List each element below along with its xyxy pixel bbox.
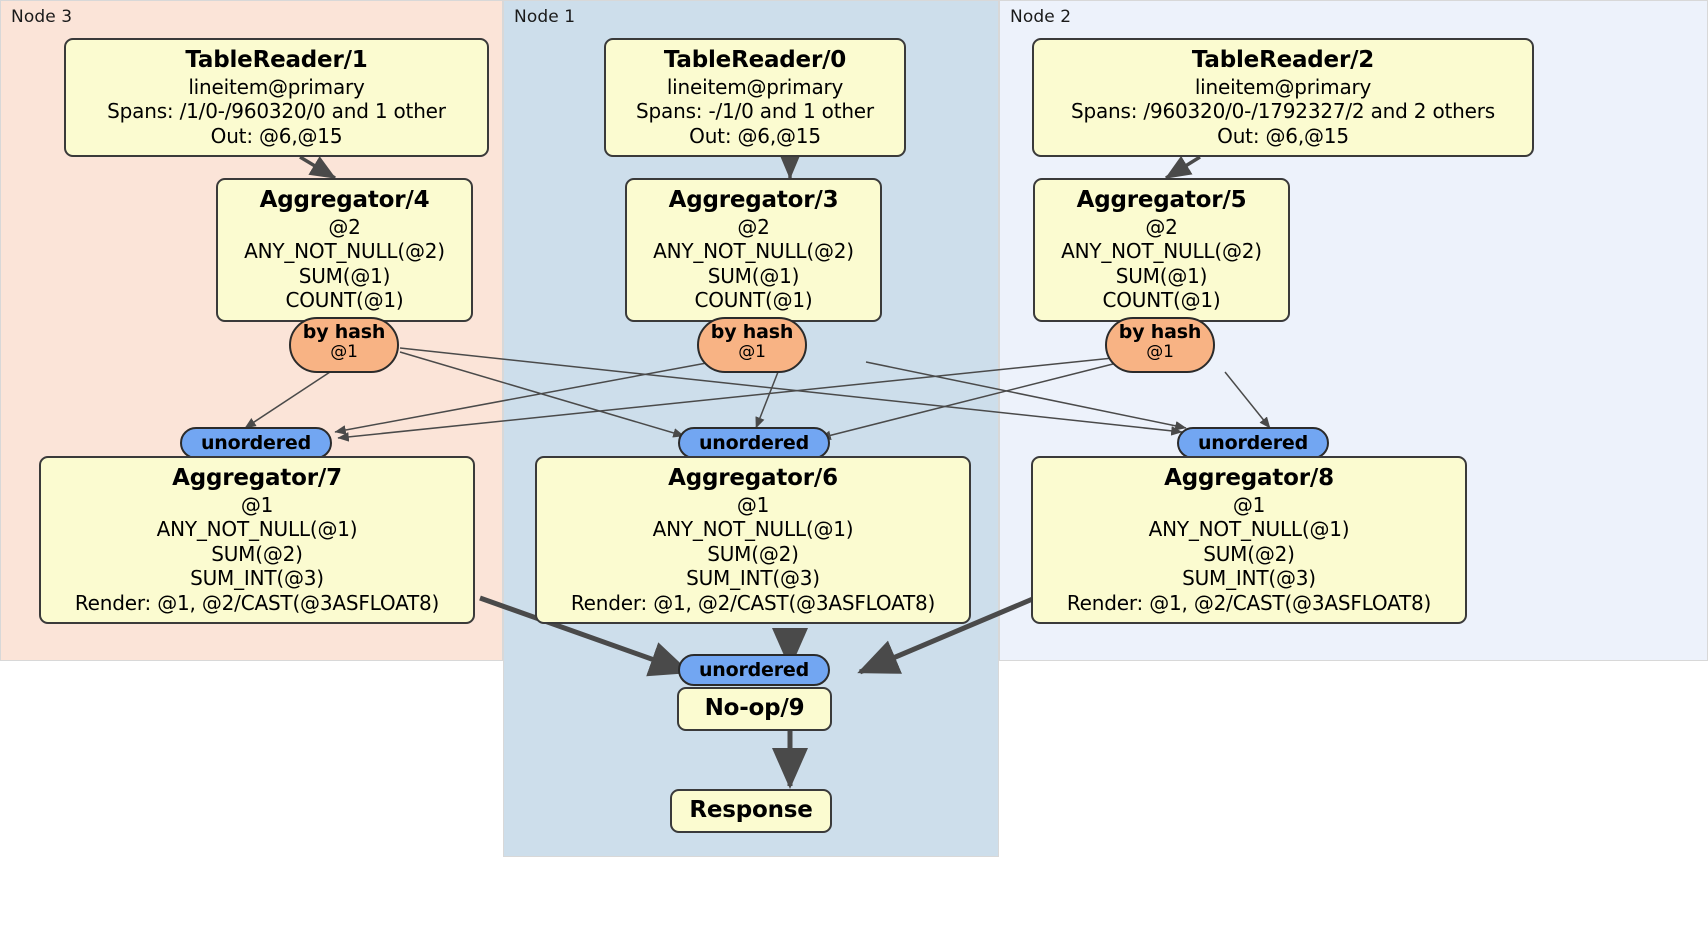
- processor-title: TableReader/2: [1191, 47, 1375, 73]
- processor-detail-agg-1: ANY_NOT_NULL(@2): [1061, 239, 1262, 264]
- router-label: by hash: [1118, 321, 1202, 343]
- region-label-node-2: Node 2: [1010, 7, 1072, 27]
- processor-detail-spans: Spans: /960320/0-/1792327/2 and 2 others: [1070, 99, 1495, 124]
- processor-title: Aggregator/7: [172, 465, 342, 491]
- processor-title: Aggregator/8: [1164, 465, 1334, 491]
- region-label-node-3: Node 3: [11, 7, 73, 27]
- router-column: @1: [1146, 342, 1174, 363]
- processor-detail-agg-3: SUM_INT(@3): [1182, 566, 1316, 591]
- processor-detail-agg-1: ANY_NOT_NULL(@1): [1148, 517, 1350, 542]
- processor-detail-agg-1: ANY_NOT_NULL(@1): [156, 517, 358, 542]
- processor-no-op-9[interactable]: No-op/9: [677, 687, 832, 732]
- processor-detail-groupby: @2: [737, 215, 770, 240]
- processor-aggregator-3[interactable]: Aggregator/3 @2 ANY_NOT_NULL(@2) SUM(@1)…: [625, 178, 882, 322]
- processor-detail-render: Render: @1, @2/CAST(@3ASFLOAT8): [74, 590, 440, 615]
- processor-aggregator-7[interactable]: Aggregator/7 @1 ANY_NOT_NULL(@1) SUM(@2)…: [39, 456, 475, 624]
- router-column: @1: [738, 342, 766, 363]
- processor-detail-agg-2: SUM(@2): [1203, 541, 1295, 566]
- processor-detail-agg-1: ANY_NOT_NULL(@2): [244, 239, 445, 264]
- synchronizer-label: unordered: [698, 659, 810, 681]
- processor-detail-groupby: @1: [240, 493, 274, 518]
- processor-tablereader-0[interactable]: TableReader/0 lineitem@primary Spans: -/…: [604, 38, 906, 158]
- processor-title: TableReader/1: [185, 47, 368, 73]
- processor-detail-agg-3: COUNT(@1): [285, 288, 404, 313]
- processor-title: Aggregator/5: [1076, 187, 1247, 213]
- processor-title: TableReader/0: [663, 47, 847, 73]
- processor-detail-groupby: @1: [736, 493, 770, 518]
- processor-detail-agg-1: ANY_NOT_NULL(@1): [652, 517, 854, 542]
- processor-detail-render: Render: @1, @2/CAST(@3ASFLOAT8): [570, 590, 936, 615]
- processor-detail-groupby: @2: [1145, 215, 1178, 240]
- processor-detail-table: lineitem@primary: [188, 75, 365, 100]
- processor-aggregator-8[interactable]: Aggregator/8 @1 ANY_NOT_NULL(@1) SUM(@2)…: [1031, 456, 1467, 624]
- router-label: by hash: [710, 321, 794, 343]
- processor-title: Response: [689, 797, 813, 823]
- processor-detail-groupby: @1: [1232, 493, 1266, 518]
- processor-detail-agg-2: SUM(@1): [1115, 263, 1208, 288]
- region-label-node-1: Node 1: [514, 7, 576, 27]
- processor-detail-table: lineitem@primary: [666, 75, 844, 100]
- processor-detail-agg-1: ANY_NOT_NULL(@2): [653, 239, 854, 264]
- processor-detail-agg-3: SUM_INT(@3): [686, 566, 820, 591]
- processor-response[interactable]: Response: [670, 789, 832, 834]
- processor-detail-agg-2: SUM(@2): [707, 541, 799, 566]
- processor-detail-out: Out: @6,@15: [1217, 123, 1349, 148]
- processor-detail-agg-3: SUM_INT(@3): [190, 566, 324, 591]
- router-by-hash-center[interactable]: by hash @1: [697, 317, 807, 373]
- processor-detail-agg-3: COUNT(@1): [694, 288, 813, 313]
- processor-detail-agg-2: SUM(@1): [707, 263, 800, 288]
- synchronizer-label: unordered: [1197, 432, 1309, 454]
- processor-title: No-op/9: [704, 695, 805, 721]
- router-label: by hash: [302, 321, 386, 343]
- processor-detail-agg-2: SUM(@1): [298, 263, 391, 288]
- processor-detail-table: lineitem@primary: [1194, 75, 1372, 100]
- synchronizer-unordered-right[interactable]: unordered: [1177, 427, 1329, 459]
- processor-detail-render: Render: @1, @2/CAST(@3ASFLOAT8): [1066, 590, 1432, 615]
- synchronizer-unordered-left[interactable]: unordered: [180, 427, 332, 459]
- processor-detail-agg-3: COUNT(@1): [1102, 288, 1221, 313]
- processor-detail-out: Out: @6,@15: [689, 123, 821, 148]
- processor-detail-out: Out: @6,@15: [210, 123, 343, 148]
- processor-title: Aggregator/4: [259, 187, 430, 213]
- processor-detail-spans: Spans: -/1/0 and 1 other: [636, 99, 874, 124]
- processor-detail-agg-2: SUM(@2): [211, 541, 303, 566]
- processor-detail-spans: Spans: /1/0-/960320/0 and 1 other: [107, 99, 446, 124]
- router-by-hash-right[interactable]: by hash @1: [1105, 317, 1215, 373]
- processor-tablereader-2[interactable]: TableReader/2 lineitem@primary Spans: /9…: [1032, 38, 1534, 158]
- synchronizer-label: unordered: [200, 432, 312, 454]
- processor-aggregator-6[interactable]: Aggregator/6 @1 ANY_NOT_NULL(@1) SUM(@2)…: [535, 456, 971, 624]
- router-column: @1: [330, 342, 358, 363]
- processor-title: Aggregator/3: [668, 187, 839, 213]
- synchronizer-unordered-final[interactable]: unordered: [678, 654, 830, 686]
- processor-title: Aggregator/6: [668, 465, 838, 491]
- processor-tablereader-1[interactable]: TableReader/1 lineitem@primary Spans: /1…: [64, 38, 489, 158]
- synchronizer-label: unordered: [698, 432, 810, 454]
- processor-aggregator-5[interactable]: Aggregator/5 @2 ANY_NOT_NULL(@2) SUM(@1)…: [1033, 178, 1290, 322]
- processor-aggregator-4[interactable]: Aggregator/4 @2 ANY_NOT_NULL(@2) SUM(@1)…: [216, 178, 473, 322]
- router-by-hash-left[interactable]: by hash @1: [289, 317, 399, 373]
- synchronizer-unordered-center[interactable]: unordered: [678, 427, 830, 459]
- processor-detail-groupby: @2: [328, 215, 361, 240]
